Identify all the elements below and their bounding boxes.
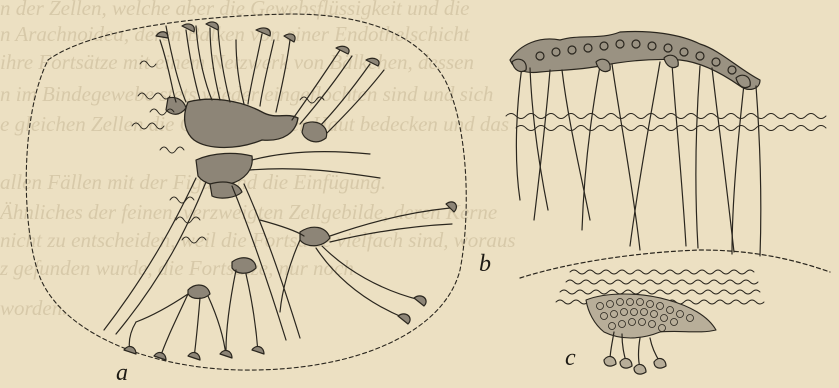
panel-a-process bbox=[260, 220, 304, 236]
panel-b-leg bbox=[672, 64, 686, 246]
panel-a-process bbox=[276, 40, 290, 112]
panel-a-trunk bbox=[250, 169, 380, 178]
panel-b-knob bbox=[512, 59, 526, 71]
panel-a-endfoot bbox=[220, 351, 232, 358]
panel-a-wavy-fibre bbox=[170, 197, 194, 203]
panel-b-dashed-surface bbox=[520, 250, 830, 278]
panel-a-endfoot bbox=[446, 202, 456, 212]
panel-a-wavy-fibre bbox=[160, 147, 184, 153]
panel-a-process bbox=[248, 34, 262, 104]
panel-label-b: b bbox=[479, 251, 491, 278]
panel-a-process bbox=[292, 50, 340, 120]
panel-c-endfoot bbox=[620, 359, 632, 369]
panel-a-process bbox=[246, 274, 258, 352]
panel-a-process bbox=[166, 26, 186, 102]
panel-a-process bbox=[300, 56, 352, 124]
panel-a-process bbox=[226, 270, 236, 350]
panel-b-leg bbox=[562, 70, 590, 220]
panel-a-process bbox=[330, 224, 452, 242]
panel-a-process bbox=[330, 208, 450, 236]
panel-c-drawing bbox=[556, 270, 764, 374]
panel-a-endfoot bbox=[398, 314, 410, 324]
panel-b-knob bbox=[596, 59, 610, 71]
panel-b-leg bbox=[756, 86, 761, 256]
panel-c-process bbox=[610, 332, 614, 360]
panel-b-knob bbox=[664, 55, 678, 67]
panel-c-endfoot bbox=[654, 359, 666, 369]
panel-a-wavy-fibre bbox=[132, 123, 164, 129]
panel-a-cell-body bbox=[185, 99, 298, 147]
panel-a-cell-lobe bbox=[210, 182, 242, 198]
panel-a-process bbox=[316, 248, 404, 318]
panel-a-process bbox=[218, 28, 230, 102]
panel-a-endfoot bbox=[156, 32, 168, 38]
panel-a-endfoot bbox=[124, 347, 136, 354]
panel-b-leg bbox=[712, 68, 734, 252]
panel-a-wavy-fibre bbox=[182, 237, 206, 243]
panel-a-wavy-fibre bbox=[140, 61, 156, 67]
panel-a-process bbox=[236, 40, 244, 104]
panel-a-wavy-fibre bbox=[138, 93, 170, 99]
panel-label-c: c bbox=[565, 345, 576, 372]
panel-b-drawing bbox=[506, 32, 830, 279]
panel-a-endfoot bbox=[206, 22, 218, 30]
panel-b-knob bbox=[736, 75, 750, 87]
panel-b-leg bbox=[696, 66, 700, 248]
panel-c-process bbox=[639, 338, 641, 368]
panel-a-endfoot bbox=[366, 58, 379, 66]
panel-a-process bbox=[160, 40, 176, 102]
panel-c-wavy-fibre bbox=[566, 280, 758, 284]
panel-b-leg bbox=[582, 66, 600, 230]
panel-a-right-cell bbox=[300, 227, 330, 246]
panel-b-wavy-fibre bbox=[516, 126, 826, 131]
panel-a-drawing bbox=[26, 14, 466, 370]
panel-b-leg bbox=[732, 84, 744, 254]
panel-a-trunk bbox=[252, 152, 370, 160]
panel-a-process bbox=[208, 296, 226, 356]
panel-a-process bbox=[194, 298, 200, 358]
panel-a-endfoot bbox=[252, 347, 264, 354]
panel-b-leg bbox=[612, 64, 640, 250]
panel-a-trunk bbox=[116, 182, 206, 334]
panel-b-leg bbox=[530, 68, 548, 210]
panel-c-wavy-fibre bbox=[570, 270, 754, 274]
panel-label-a: a bbox=[116, 360, 128, 387]
panel-b-leg bbox=[516, 66, 522, 200]
panel-a-foot-cell bbox=[188, 285, 210, 298]
panel-a-right-blob bbox=[302, 122, 327, 142]
panel-c-wavy-fibre bbox=[560, 290, 760, 294]
panel-a-process bbox=[260, 40, 274, 106]
panel-a-endfoot bbox=[188, 353, 200, 360]
panel-a-endfoot bbox=[414, 296, 426, 306]
panel-c-endfoot bbox=[634, 365, 646, 375]
panel-a-cell-band bbox=[196, 153, 252, 185]
panel-c-endfoot bbox=[604, 357, 616, 367]
panel-a-endfoot bbox=[256, 28, 270, 36]
panel-a-endfoot bbox=[182, 24, 194, 32]
panel-b-wavy-fibre bbox=[506, 114, 826, 119]
panel-b-leg bbox=[630, 62, 660, 246]
panel-a-process bbox=[280, 240, 300, 312]
